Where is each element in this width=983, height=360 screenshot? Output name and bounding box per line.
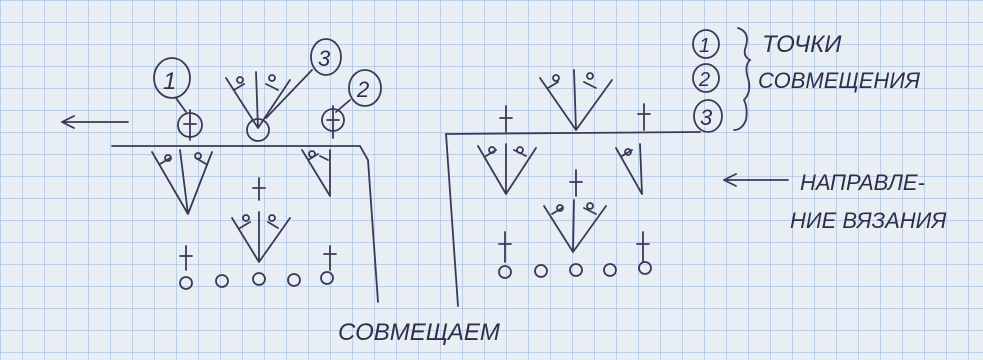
points-label-line1: ТОЧКИ <box>762 31 842 58</box>
direction-label-line2: НИЕ ВЯЗАНИЯ <box>790 208 947 233</box>
legend-marker-label-3: 3 <box>700 105 713 130</box>
legend-marker-label-2: 2 <box>698 69 710 91</box>
marker-label-1: 1 <box>163 68 176 95</box>
legend-marker-label-1: 1 <box>699 35 710 57</box>
caption: СОВМЕЩАЕМ <box>338 319 500 346</box>
marker-label-3: 3 <box>318 46 331 71</box>
marker-label-2: 2 <box>356 77 369 102</box>
points-label-line2: СОВМЕЩЕНИЯ <box>758 68 921 93</box>
direction-label-line1: НАПРАВЛЕ- <box>800 170 925 195</box>
